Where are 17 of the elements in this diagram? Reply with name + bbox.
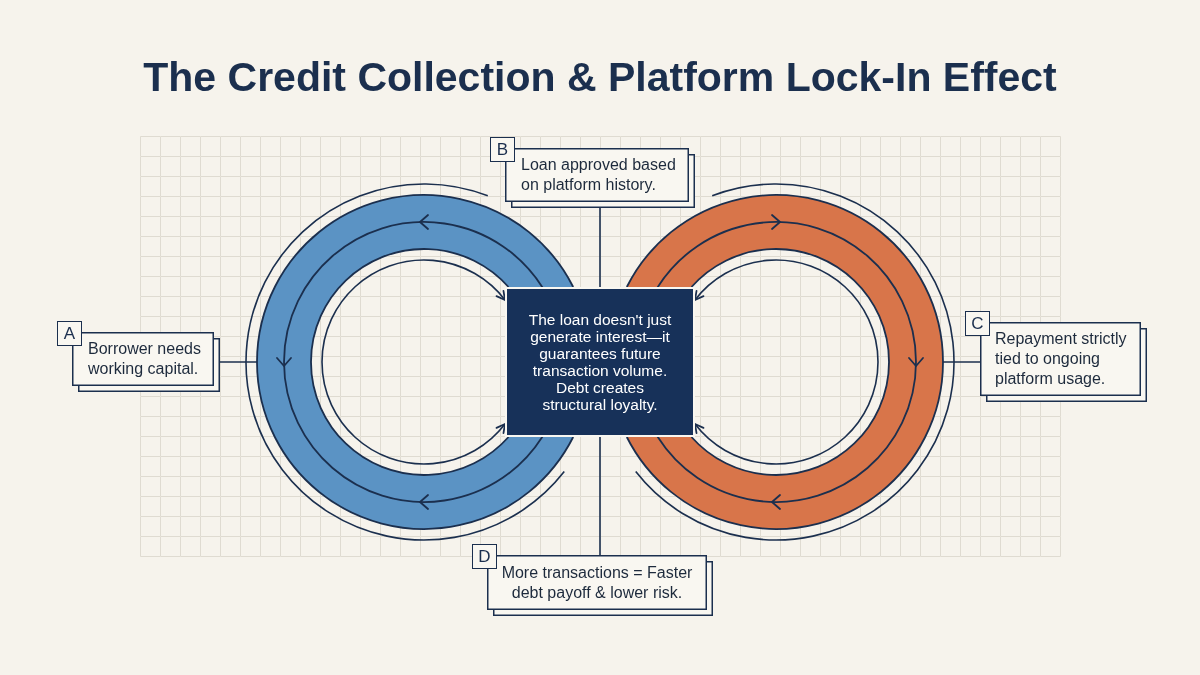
callout-letter: B <box>490 137 515 162</box>
summary-text: The loan doesn't just generate interest—it guarantees future transaction volume. Debt creates structural loyalty. <box>528 311 672 413</box>
callout-letter: C <box>965 311 990 336</box>
callout-text: Repayment strictly tied to ongoing platform usage. <box>995 329 1128 389</box>
callout-letter: A <box>57 321 82 346</box>
callout-letter: D <box>472 544 497 569</box>
curved-arrow <box>321 259 506 465</box>
callout-text: Borrower needs working capital. <box>88 339 202 379</box>
callout-text: Loan approved based on platform history. <box>521 155 677 195</box>
leader-line <box>219 361 258 363</box>
callout-text: More transactions = Faster debt payoff & lower risk. <box>501 562 693 603</box>
leader-line <box>599 207 601 288</box>
summary-box <box>505 287 695 437</box>
leader-line <box>942 361 981 363</box>
leader-line <box>599 436 601 556</box>
curved-arrow <box>694 259 879 465</box>
title: The Credit Collection & Platform Lock-In Effect <box>143 54 1057 101</box>
